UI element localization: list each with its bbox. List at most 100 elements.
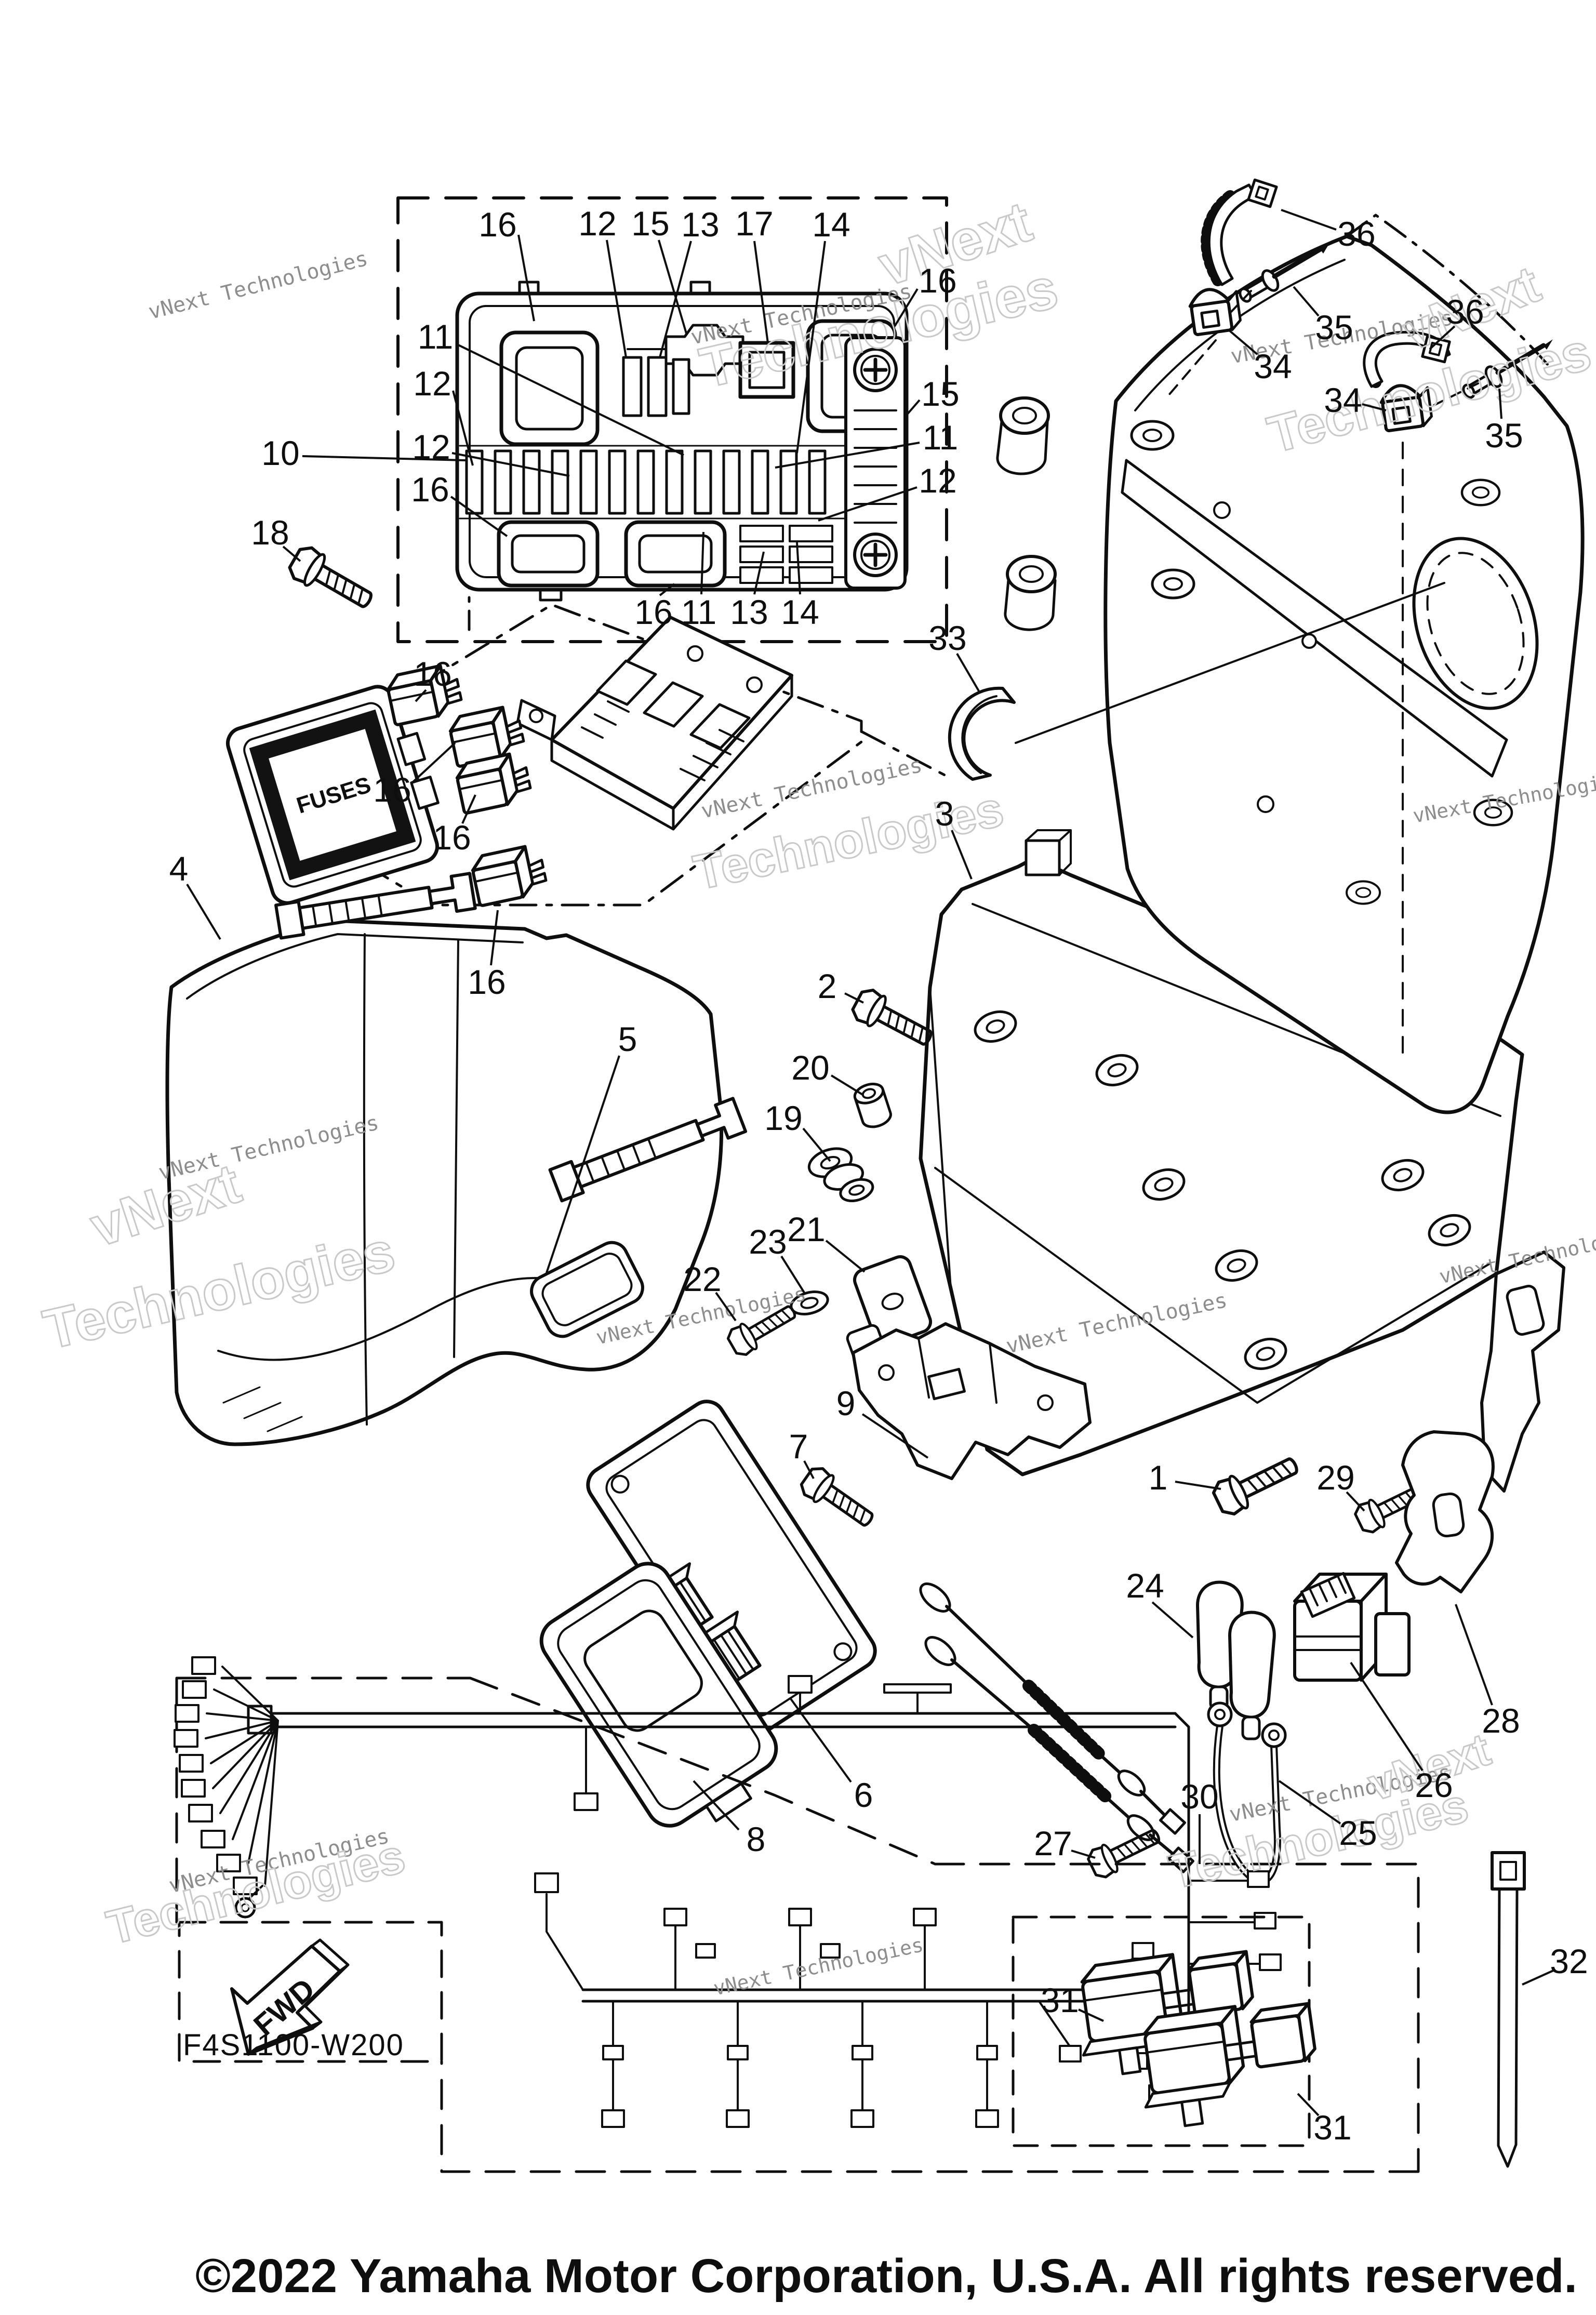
callout-leader-4: [186, 883, 221, 940]
callout-1: 1: [1149, 1458, 1168, 1497]
callout-leader-29: [1346, 1491, 1365, 1512]
callout-36: 36: [1337, 215, 1375, 253]
callout-16: 16: [919, 261, 956, 300]
callout-leader-16: [894, 288, 919, 327]
callout-leader-34: [1362, 403, 1387, 411]
callout-28: 28: [1482, 1701, 1520, 1740]
fuse-cover: FUSES: [226, 685, 440, 905]
callout-12: 12: [919, 461, 956, 500]
callout-25: 25: [1339, 1814, 1377, 1852]
clamp-34a-link: [1168, 290, 1252, 396]
callout-leader-2: [844, 992, 864, 1004]
callout-36: 36: [1446, 292, 1484, 331]
callout-leader-12: [606, 240, 627, 358]
ground-wire-25: [1207, 1701, 1287, 1885]
callout-leader-16: [490, 910, 499, 966]
callout-leader-1: [1175, 1481, 1221, 1490]
callout-leader-10: [302, 455, 466, 461]
pcb-assembly: [516, 616, 793, 831]
callout-leader-16: [415, 689, 427, 702]
cover-8: [539, 1562, 778, 1828]
callout-16: 16: [478, 205, 516, 244]
callout-leader-19: [802, 1127, 831, 1162]
callout-34: 34: [1254, 347, 1292, 385]
fusebox-diagram: [455, 281, 909, 602]
grommet-19: [807, 1147, 874, 1202]
callout-35: 35: [1315, 308, 1353, 347]
callout-16: 16: [411, 470, 449, 509]
callout-leader-16: [412, 742, 456, 783]
callout-leader-31: [1078, 2008, 1104, 2022]
callout-24: 24: [1126, 1566, 1164, 1605]
callout-leader-35: [1498, 388, 1502, 419]
callout-leader-11: [775, 442, 920, 469]
callout-leader-36: [1281, 209, 1337, 231]
plug-caps-24: [1196, 1580, 1276, 1740]
callout-9: 9: [836, 1384, 856, 1422]
bracket-28: [1395, 1430, 1495, 1593]
callout-leader-35: [1293, 286, 1320, 317]
callout-31: 31: [1041, 1981, 1079, 2019]
callout-leader-18: [282, 546, 301, 562]
callout-leader-36: [1429, 325, 1456, 350]
callout-17: 17: [735, 204, 773, 243]
rear-panel: [996, 214, 1585, 1114]
callout-leader-23: [780, 1255, 805, 1294]
bracket-9: [852, 1322, 1092, 1480]
watermark-text: vNext Technologies: [146, 247, 370, 325]
callout-3: 3: [935, 794, 954, 833]
callout-leader-24: [1151, 1601, 1194, 1639]
callout-leader-15: [658, 240, 688, 336]
watermark-text: Technologies: [102, 1830, 410, 1955]
callout-leader-16: [450, 496, 508, 537]
bolt-1: [1211, 1449, 1303, 1518]
callout-11: 11: [923, 418, 959, 457]
cover-label-slot: [530, 1241, 644, 1338]
callout-8: 8: [747, 1820, 766, 1858]
callout-leader-25: [1278, 1780, 1341, 1825]
callout-16: 16: [634, 593, 672, 631]
cable-tie-32: [1491, 1851, 1526, 2168]
callout-30: 30: [1180, 1777, 1218, 1816]
callout-23: 23: [749, 1222, 787, 1261]
harness-boundary: [175, 1677, 1420, 2173]
callout-leader-14: [796, 241, 826, 454]
callout-leader-13: [753, 551, 765, 595]
callout-leader-16: [517, 234, 535, 322]
callout-leader-28: [1455, 1604, 1493, 1706]
callout-13: 13: [681, 205, 719, 244]
callout-leader-33: [956, 653, 980, 692]
callout-leader-11: [700, 531, 704, 595]
callout-34: 34: [1324, 381, 1362, 419]
callout-leader-12: [451, 452, 570, 477]
callout-leader-6: [790, 1698, 852, 1783]
callout-35: 35: [1485, 416, 1523, 455]
washer-23: [790, 1290, 829, 1315]
fwd-arrow: FWD: [230, 1938, 350, 2056]
bolt-2: [849, 986, 937, 1054]
callout-16: 16: [468, 963, 506, 1001]
callout-leader-15: [905, 399, 921, 417]
callout-2: 2: [818, 967, 837, 1005]
ignition-coil-26: [1293, 1572, 1411, 1682]
callout-22: 22: [683, 1260, 721, 1298]
callout-leader-12: [818, 486, 917, 522]
callout-32: 32: [1550, 1942, 1588, 1980]
callout-leader-20: [830, 1074, 864, 1096]
callout-12: 12: [578, 204, 616, 243]
callout-21: 21: [787, 1210, 825, 1248]
callout-leader-27: [1071, 1850, 1096, 1859]
screw-18: [286, 543, 378, 617]
callout-leader-8: [693, 1780, 740, 1831]
callout-leader-9: [861, 1413, 929, 1459]
callout-15: 15: [921, 375, 959, 413]
callout-leader-7: [803, 1460, 815, 1479]
fwd-box: FWD F4S1100-W200: [178, 1921, 443, 2063]
callout-leader-32: [1522, 1969, 1555, 1986]
callout-18: 18: [251, 513, 289, 552]
callout-27: 27: [1034, 1824, 1072, 1862]
callout-10: 10: [261, 434, 299, 472]
callout-31: 31: [1313, 2108, 1351, 2147]
